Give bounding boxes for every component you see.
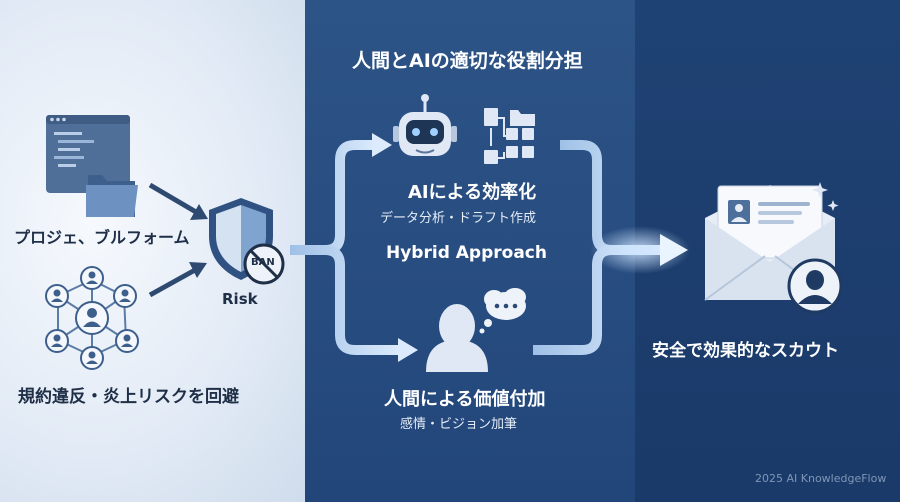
human-title: 人間による価値付加 — [384, 389, 546, 410]
folder-icon — [86, 175, 138, 217]
thought-bubble-icon — [479, 288, 526, 334]
middle-panel — [305, 0, 635, 502]
ai-subtitle: データ分析・ドラフト作成 — [380, 211, 537, 226]
ai-title: AIによる効率化 — [408, 182, 537, 203]
footer-credit: 2025 AI KnowledgeFlow — [755, 472, 887, 485]
header-title: 人間とAIの適切な役割分担 — [352, 50, 583, 72]
profile-card-icon — [728, 200, 810, 224]
hybrid-label: Hybrid Approach — [386, 243, 547, 263]
result-label: 安全で効果的なスカウト — [652, 341, 839, 361]
ban-icon — [243, 243, 285, 285]
arrow-icon — [148, 262, 207, 298]
human-subtitle: 感情・ビジョン加筆 — [400, 417, 518, 432]
documents-icon — [484, 108, 535, 164]
ban-text: BAN — [251, 257, 275, 268]
robot-icon — [393, 94, 457, 156]
code-window-icon — [46, 115, 130, 193]
arrow-icon — [398, 338, 418, 362]
arrow-icon — [660, 234, 688, 266]
avatar-icon — [787, 258, 843, 314]
arrow-icon — [148, 182, 208, 220]
network-label: 規約違反・炎上リスクを回避 — [18, 387, 239, 407]
person-icon — [426, 304, 488, 372]
risk-label: Risk — [222, 290, 258, 308]
arrow-icon — [372, 133, 392, 157]
platform-label: プロジェ、ブルフォーム — [14, 228, 190, 247]
arrow-icon — [290, 140, 398, 355]
sparkle-icon — [812, 182, 839, 211]
